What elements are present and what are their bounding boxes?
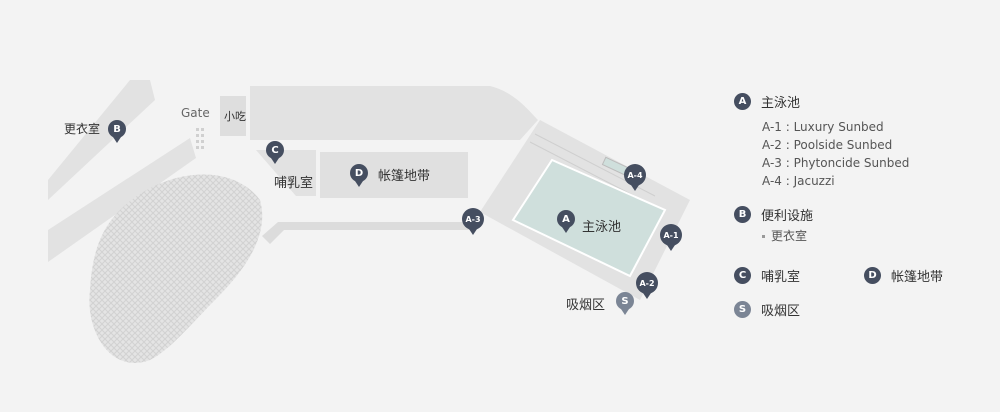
legend-main-pool: A 主泳池	[734, 92, 800, 111]
legend-changing-room-text: 更衣室	[771, 229, 808, 243]
smoking-area-label: 吸烟区	[566, 298, 606, 313]
changing-room-pin[interactable]: B	[108, 120, 126, 143]
changing-room-label: 更衣室	[64, 122, 101, 136]
map-legend: A 主泳池 A-1 : Luxury Sunbed A-2 : Poolside…	[734, 90, 994, 330]
tent-area	[320, 152, 468, 198]
legend-a1: A-1 : Luxury Sunbed	[762, 120, 884, 134]
tent-area-label: 帐篷地带	[378, 169, 431, 184]
smoking-pin[interactable]: S	[616, 292, 634, 315]
snack-label: 小吃	[224, 110, 246, 123]
legend-smoking-label: 吸烟区	[761, 304, 801, 319]
gate-dashes	[196, 128, 204, 149]
pin-a3[interactable]: A-3	[462, 208, 484, 235]
road	[262, 222, 470, 244]
pin-a4[interactable]: A-4	[624, 164, 646, 191]
legend-nursing-badge: C	[734, 267, 751, 284]
nursing-room-pin[interactable]: C	[266, 141, 284, 164]
legend-facilities-label: 便利设施	[761, 209, 814, 224]
tent-area-pin[interactable]: D	[350, 164, 368, 187]
legend-facilities: B 便利设施	[734, 205, 813, 224]
bullet-icon	[762, 235, 765, 238]
legend-smoking-badge: S	[734, 301, 751, 318]
legend-main-pool-badge: A	[734, 93, 751, 110]
main-pool-pin[interactable]: A	[557, 210, 575, 233]
nursing-room-label: 哺乳室	[274, 176, 314, 191]
gate-label: Gate	[181, 106, 210, 120]
left-walkway	[48, 138, 196, 262]
legend-a3: A-3 : Phytoncide Sunbed	[762, 156, 910, 170]
changing-room-area	[48, 80, 155, 200]
lawn-area	[89, 174, 263, 363]
pool-water	[511, 158, 667, 278]
legend-nursing-label: 哺乳室	[761, 270, 801, 285]
legend-main-pool-label: 主泳池	[761, 96, 801, 111]
snack-kiosk	[220, 96, 246, 136]
pin-a1[interactable]: A-1	[660, 224, 682, 251]
main-pool-label: 主泳池	[582, 220, 622, 235]
legend-facilities-badge: B	[734, 206, 751, 223]
pin-a2[interactable]: A-2	[636, 272, 658, 299]
top-building	[250, 86, 538, 140]
legend-tent: D 帐篷地带	[864, 266, 943, 285]
legend-tent-badge: D	[864, 267, 881, 284]
legend-changing-room: 更衣室	[762, 227, 807, 244]
legend-a4: A-4 : Jacuzzi	[762, 174, 835, 188]
legend-a2: A-2 : Poolside Sunbed	[762, 138, 893, 152]
legend-tent-label: 帐篷地带	[891, 270, 944, 285]
legend-nursing: C 哺乳室	[734, 266, 800, 285]
legend-smoking: S 吸烟区	[734, 300, 800, 319]
